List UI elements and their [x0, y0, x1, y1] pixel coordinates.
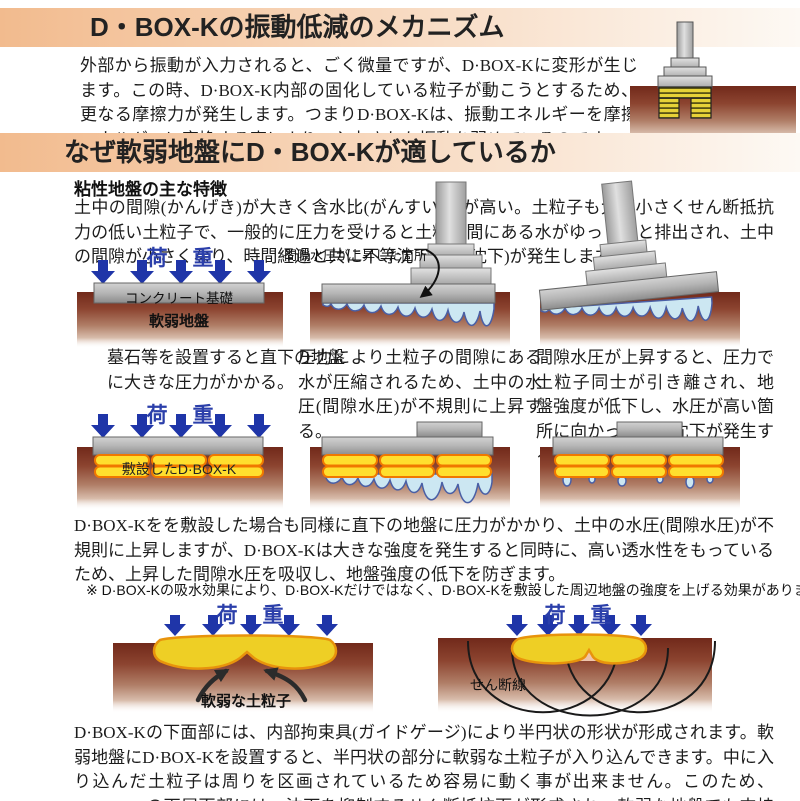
pore-water — [322, 473, 493, 504]
row3-paragraph: D·BOX-Kの下面部には、内部拘束具(ガイドゲージ)により半円状の形状が形成さ… — [74, 723, 774, 801]
note-line: ※ D·BOX-Kの吸水効果により、D·BOX-Kだけではなく、D·BOX-Kを… — [86, 582, 800, 598]
features-heading: 粘性地盤の主な特徴 — [74, 180, 227, 199]
top-block — [416, 421, 483, 438]
row3-diagrams — [113, 615, 716, 717]
callout-label: 間隙水圧が上昇した箇所 — [284, 248, 428, 263]
particle-arrows-icon — [195, 667, 308, 703]
features-paragraph: 土中の間隙(かんげき)が大きく含水比(がんすいひ)が高い。土粒子も大変小さくせん… — [74, 198, 774, 266]
shear-arcs-icon — [467, 640, 716, 717]
section1-bar: D・BOX-Kの振動低減のメカニズム — [0, 8, 800, 47]
section1-title: D・BOX-Kの振動低減のメカニズム — [90, 12, 505, 42]
load-arrows-icon — [164, 615, 338, 636]
foundation-slab — [321, 283, 496, 304]
slab-label: コンクリート基礎 — [125, 291, 233, 306]
tilted-gravestone-icon — [538, 180, 720, 311]
concrete-slab — [93, 282, 265, 304]
section2-title: なぜ軟弱地盤にD・BOX-Kが適しているか — [64, 137, 556, 167]
dbox-bags-icon — [94, 454, 264, 478]
soft-particles-label: 軟弱な土粒子 — [200, 693, 291, 710]
load-label: 荷 重 — [544, 603, 614, 627]
row2-paragraph: D·BOX-Kをを敷設した場合も同様に直下の地盤に圧力がかかり、土中の水圧(間隙… — [74, 516, 774, 584]
caption-3: 間隙水圧が上昇すると、圧力で土粒子同士が引き離され、地盤強度が低下し、水圧が高い… — [536, 348, 774, 465]
dbox-layers-icon — [658, 86, 712, 119]
load-label: 荷 重 — [146, 403, 216, 427]
concrete-slab — [552, 436, 724, 456]
row1-diagrams — [77, 180, 740, 348]
load-arrows-icon — [91, 414, 271, 438]
gravestone-icon — [657, 21, 713, 89]
gravestone-icon — [410, 181, 492, 285]
dbox-lens-icon — [510, 633, 648, 665]
load-label: 荷 重 — [216, 603, 286, 627]
top-block — [616, 421, 683, 438]
concrete-slab — [321, 436, 494, 456]
concrete-slab — [92, 436, 264, 456]
section2-bar: なぜ軟弱地盤にD・BOX-Kが適しているか — [0, 133, 800, 172]
callout-arrow-icon — [419, 249, 440, 298]
ground-label: 軟弱地盤 — [148, 313, 209, 330]
caption-1: 墓石等を設置すると直下の地盤に大きな圧力がかかる。 — [107, 348, 345, 392]
caption-2: 圧力により土粒子の間隙にある水が圧縮されるため、土中の水圧(間隙水圧)が不規則に… — [298, 348, 542, 441]
dbox-bags-icon — [554, 454, 724, 478]
load-arrows-icon — [91, 260, 271, 284]
pore-water — [322, 302, 495, 327]
load-label: 荷 重 — [146, 246, 216, 270]
load-arrows-icon — [506, 615, 652, 636]
pore-water-tilted — [540, 296, 713, 322]
dbox-bags-icon — [322, 454, 492, 478]
shear-line-label: せん断線 — [470, 677, 526, 693]
dbox-label: 敷設したD·BOX-K — [121, 461, 237, 477]
dbox-lens-icon — [152, 634, 338, 670]
row2-diagrams — [77, 414, 740, 510]
